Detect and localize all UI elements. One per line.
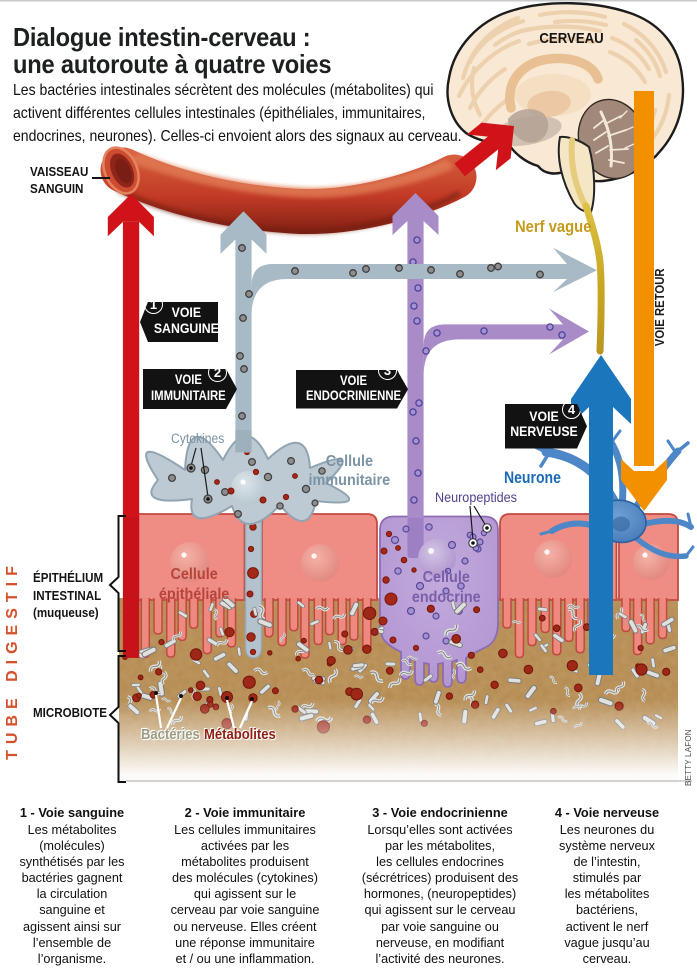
legend-column-endocrine: 3 - Voie endocrinienne Lorsqu’elles sont… xyxy=(345,805,535,967)
band-fade xyxy=(110,655,690,795)
digestive-tract-label: TUBE DIGESTIF xyxy=(4,560,21,760)
vagus-nerve-label: Nerf vague xyxy=(515,217,592,236)
legend-title-2: 2 - Voie immunitaire xyxy=(184,805,306,820)
intro-paragraph: Les bactéries intestinales sécrètent des… xyxy=(13,82,462,146)
vessel-to-brain-arrow xyxy=(454,122,514,177)
epithelial-cell-label: Cellule épithéliale xyxy=(158,566,230,603)
corpus-callosum xyxy=(505,53,603,113)
epithelium-label: ÉPITHÉLIUM INTESTINAL (muqueuse) xyxy=(33,571,104,621)
brainstem-core xyxy=(568,137,589,210)
cytokines-label: Cytokines xyxy=(171,431,225,446)
page-title: Dialogue intestin-cerveau : une autorout… xyxy=(13,22,332,79)
blood-vessel-label: VAISSEAU SANGUIN xyxy=(30,165,89,196)
vagus-nerve xyxy=(582,202,605,355)
microbiota-label: MICROBIOTE xyxy=(33,706,108,720)
zone-braces xyxy=(108,515,126,783)
metabolites-label: Métabolites xyxy=(204,727,276,743)
pointer-lines xyxy=(92,177,492,729)
legend-body-4: Les neurones du système nerveux de l’int… xyxy=(559,823,655,966)
cerebellum xyxy=(577,98,647,180)
immune-pathway-arrow xyxy=(220,211,597,453)
credit-label: BETTY LAFON xyxy=(684,729,693,786)
brain-label: CERVEAU xyxy=(539,30,605,47)
nerve-pathway-arrow xyxy=(571,355,631,675)
legend-column-blood: 1 - Voie sanguine Les métabolites (moléc… xyxy=(2,805,142,967)
legend-column-immune: 2 - Voie immunitaire Les cellules immuni… xyxy=(157,805,333,967)
brain-illustration xyxy=(446,1,685,214)
neuropeptide-dots xyxy=(378,523,488,652)
endocrine-cell xyxy=(378,515,499,688)
immune-cell-label: Cellule immunitaire xyxy=(308,453,390,489)
legend-title-1: 1 - Voie sanguine xyxy=(19,805,125,820)
neuron-label: Neurone xyxy=(504,469,561,487)
vessel-opening xyxy=(102,146,140,195)
return-pathway-arrow xyxy=(621,91,667,511)
return-pathway-label: VOIE RETOUR xyxy=(652,268,667,346)
legend-column-nerve: 4 - Voie nerveuse Les neurones du systèm… xyxy=(537,805,677,967)
blood-pathway-arrow xyxy=(107,194,154,658)
legend-body-3: Lorsqu’elles sont activées par les métab… xyxy=(361,823,519,966)
immune-cell xyxy=(145,429,350,525)
top-border xyxy=(0,0,697,2)
neuropeptides-label: Neuropeptides xyxy=(435,489,517,505)
thalamus xyxy=(527,90,571,118)
legend-body-2: Les cellules immunitaires activées par l… xyxy=(170,823,320,966)
immune-cell-process xyxy=(244,505,263,659)
blood-vessel xyxy=(100,146,477,234)
bacteria-label: Bactéries xyxy=(141,727,200,743)
endocrine-cell-label: Cellule endocrine xyxy=(411,569,481,606)
midbrain xyxy=(508,109,549,143)
legend-title-4: 4 - Voie nerveuse xyxy=(554,805,660,820)
pathway-number-2: 2 xyxy=(207,369,228,383)
legend-body-1: Les métabolites (molécules) synthétisés … xyxy=(19,823,125,966)
legend-title-3: 3 - Voie endocrinienne xyxy=(372,805,508,820)
endocrine-pathway-arrow xyxy=(392,193,589,518)
